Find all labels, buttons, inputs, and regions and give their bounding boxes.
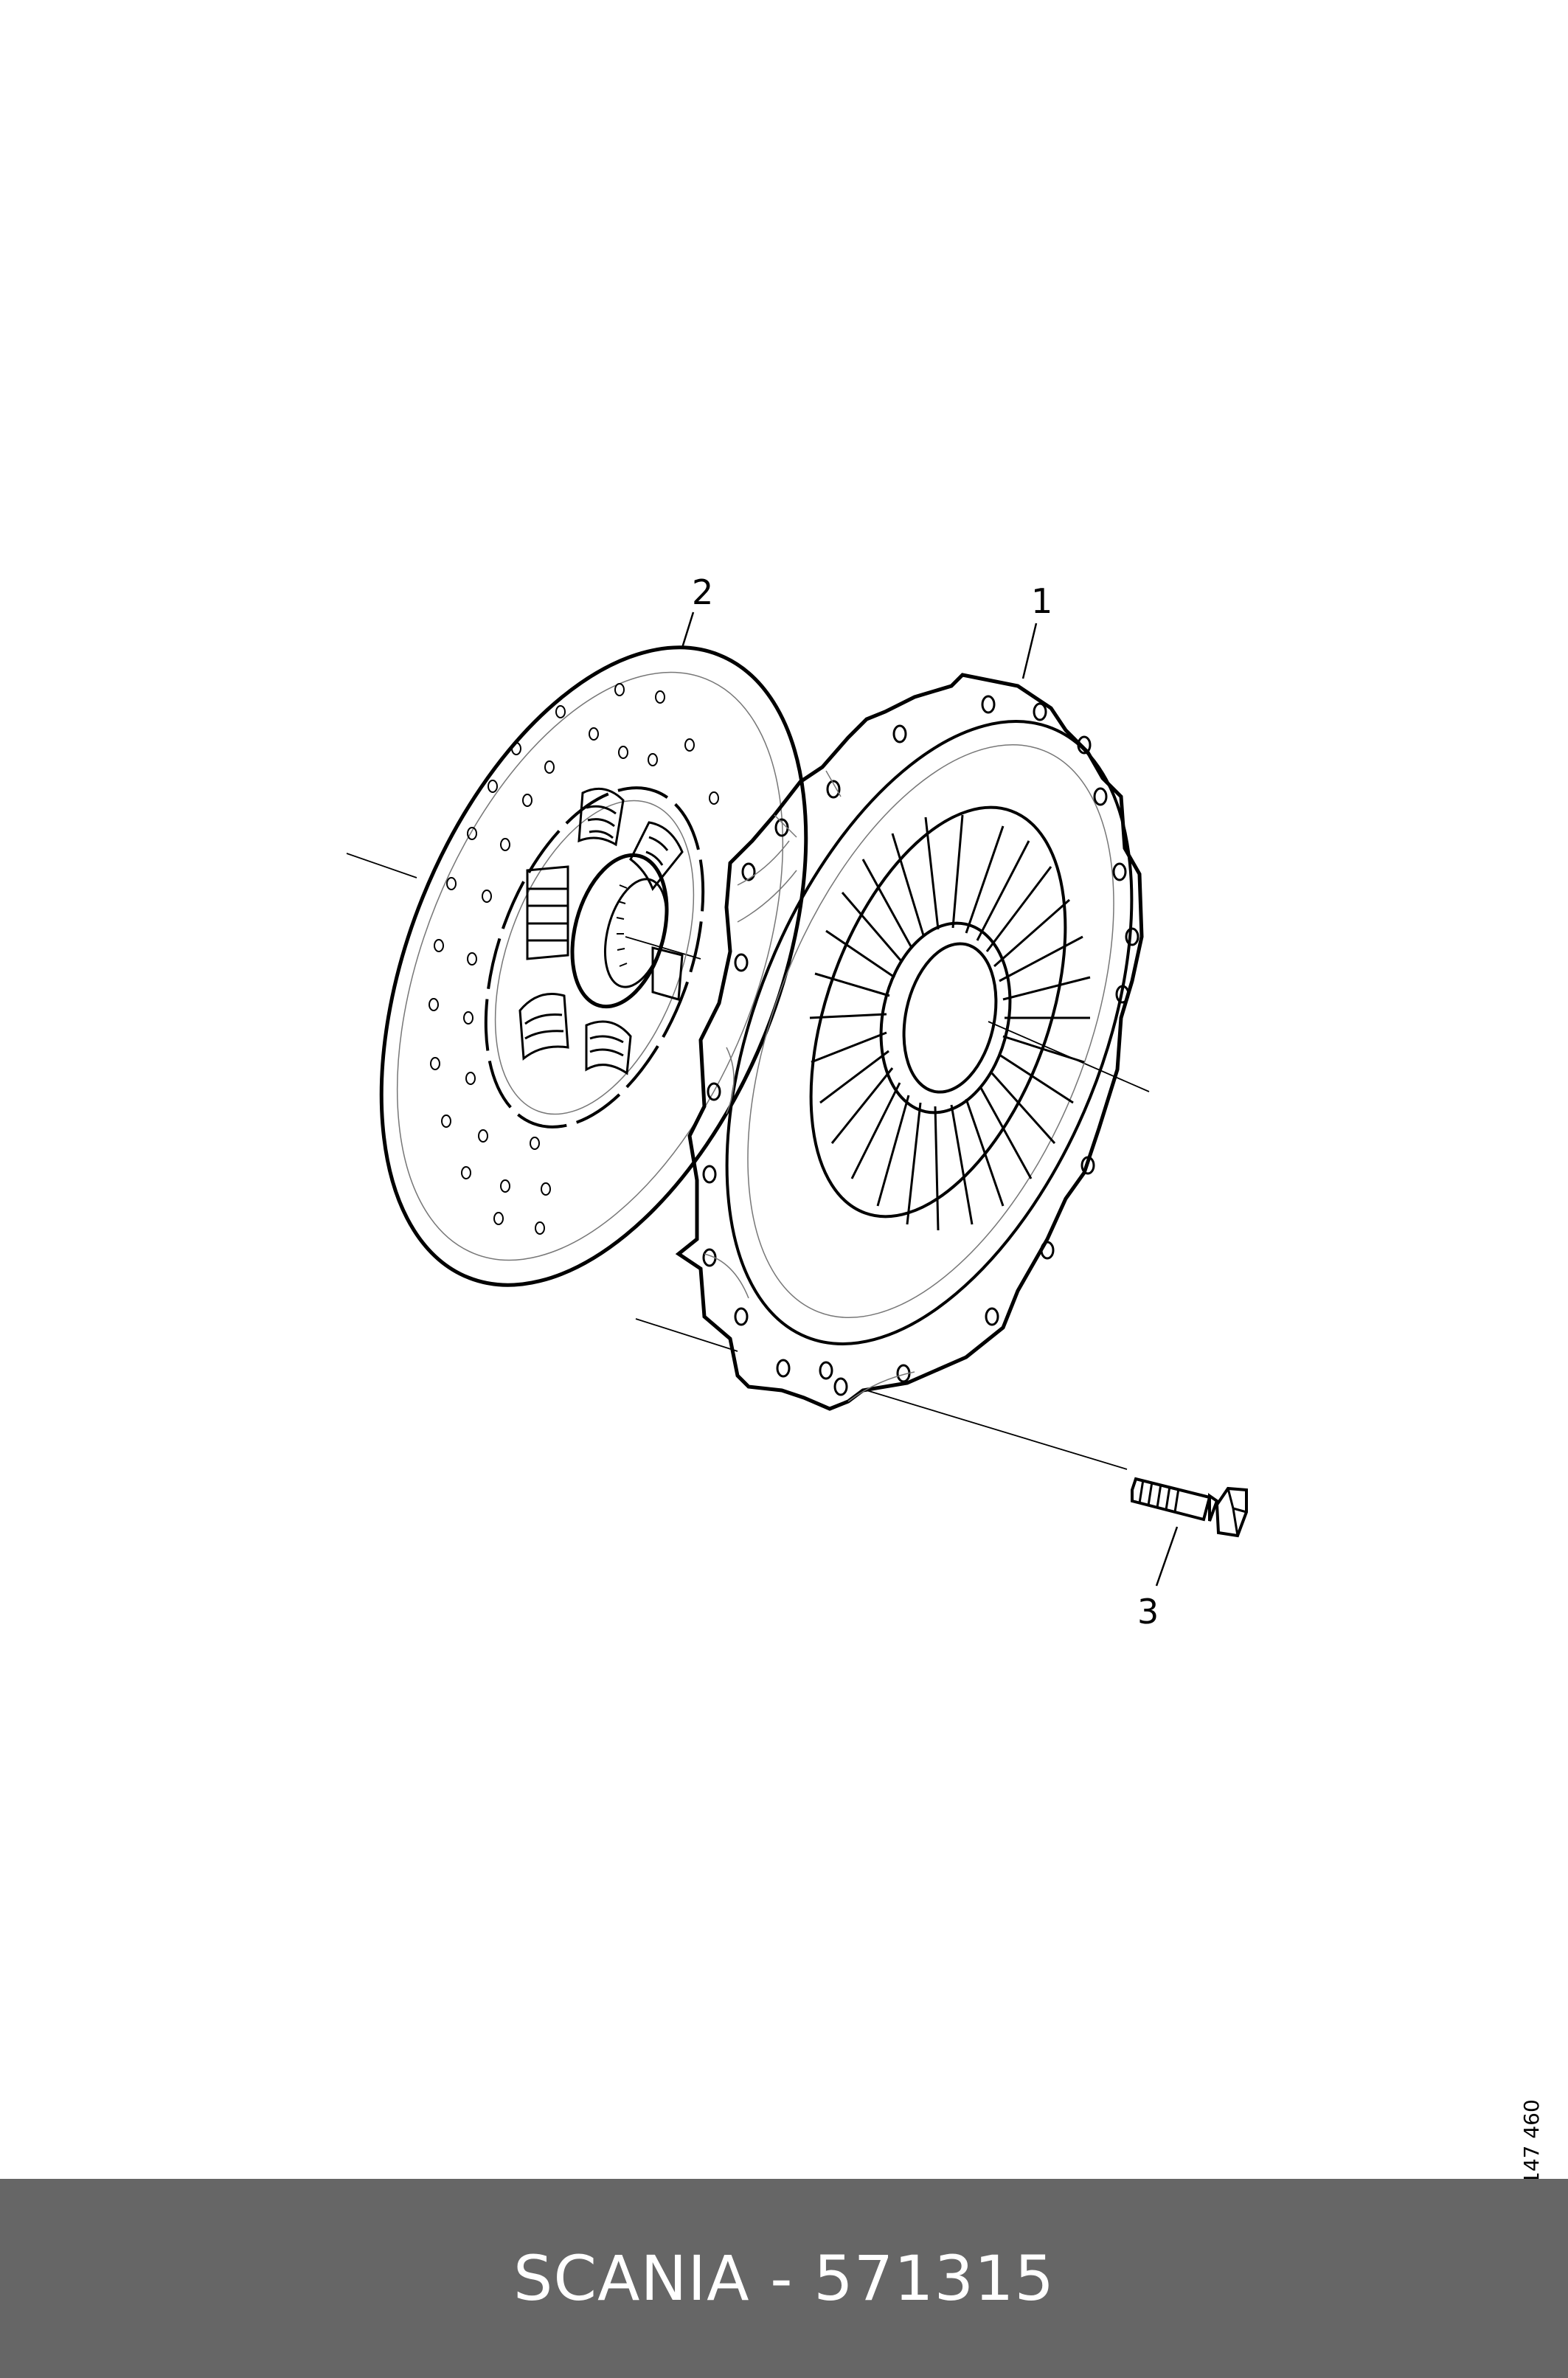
callout-pressure-plate: 1 [1031, 581, 1053, 621]
release-ring-outer [879, 921, 1012, 1115]
plate-leader-line [1021, 623, 1038, 679]
release-ring-inner [902, 942, 998, 1094]
plate-outer-ring [725, 720, 1134, 1345]
plate-face-ring [747, 744, 1114, 1318]
pressure-plate [675, 673, 1144, 1411]
disc-leader-line [681, 611, 695, 648]
bolt-head [1208, 1493, 1219, 1522]
bolt-thread [1138, 1479, 1180, 1513]
disc-hub-plate [484, 786, 705, 1129]
cover-flange-details [704, 770, 915, 1402]
bolt-leader-line [1155, 1526, 1179, 1587]
bolt-axis-right [866, 1390, 1128, 1470]
footer-part-label: SCANIA - 571315 [513, 2242, 1055, 2315]
disc-splined-hub [570, 853, 684, 1009]
disc-outer-rim [379, 645, 808, 1287]
bolt-axis-left [635, 1318, 738, 1352]
callout-bolt: 3 [1137, 1592, 1159, 1632]
center-axis-left [346, 853, 417, 878]
drawing-number: 147 460 [1519, 2099, 1544, 2185]
disc-damper-springs [518, 787, 684, 1075]
plate-cover-outline [675, 673, 1144, 1411]
bolt-shank [1131, 1477, 1212, 1522]
disc-inner-rim [396, 671, 784, 1261]
diaphragm-spring-rim [809, 805, 1067, 1219]
cover-bolt-holes [702, 695, 1139, 1396]
disc-hub-inner [494, 800, 695, 1115]
center-axis-middle [625, 936, 701, 960]
bolt-head-hex [1215, 1486, 1248, 1538]
disc-rivets [429, 683, 719, 1235]
bolt [1131, 1477, 1248, 1538]
diaphragm-spring-fingers [809, 814, 1091, 1231]
clutch-disc [379, 645, 808, 1287]
leader-lines [681, 611, 1179, 1587]
footer-bar: SCANIA - 571315 [0, 2179, 1568, 2378]
callout-clutch-disc: 2 [692, 572, 714, 612]
